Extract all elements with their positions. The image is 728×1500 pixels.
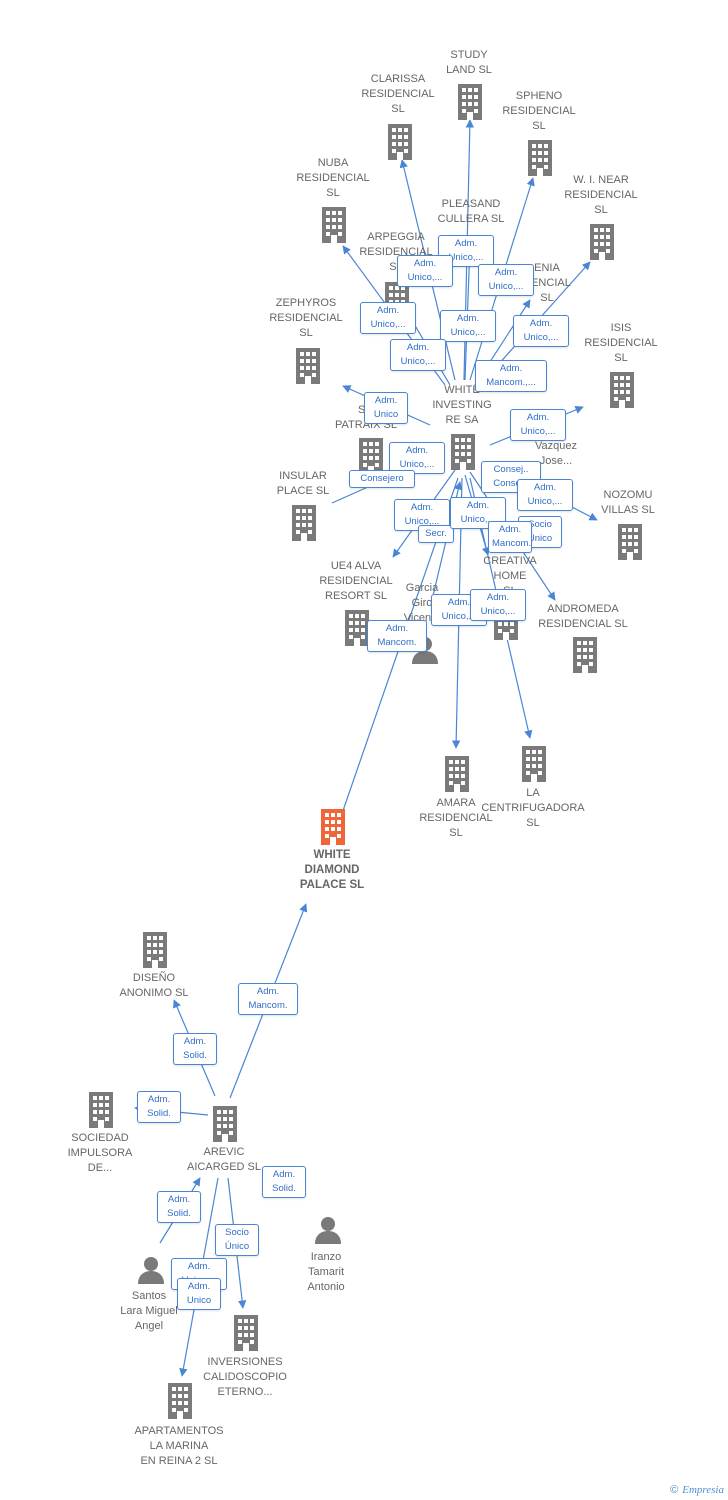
building-icon-inversiones[interactable] [234,1315,258,1351]
node-label-white[interactable]: WHITE INVESTING RE SA [432,384,492,426]
person-label-iranzo[interactable]: Iranzo Tamarit Antonio [307,1251,345,1293]
building-icon-clarissa[interactable] [388,124,412,160]
relation-label[interactable]: Adm. Unico,... [478,264,534,296]
building-icon-spheno[interactable] [528,140,552,176]
building-icon-white[interactable] [451,434,475,470]
relation-label[interactable]: Adm. Unico,... [397,255,453,287]
node-label-insular[interactable]: INSULAR PLACE SL [276,470,330,497]
node-label-clarissa[interactable]: CLARISSA RESIDENCIAL SL [361,73,435,115]
relation-label[interactable]: Adm. Unico,... [438,235,494,267]
building-icon-wnear[interactable] [590,224,614,260]
relation-label[interactable]: Adm. Solid. [137,1091,181,1123]
relation-label[interactable]: Adm. Mancom. [238,983,298,1015]
building-icon-amara[interactable] [445,756,469,792]
relation-label[interactable]: Adm. Unico [364,392,408,424]
node-label-inversiones[interactable]: INVERSIONES CALIDOSCOPIO ETERNO... [203,1356,287,1398]
node-label-nozomu[interactable]: NOZOMU VILLAS SL [601,489,655,516]
relation-label[interactable]: Consejero [349,470,415,488]
relation-label[interactable]: Adm. Unico,... [513,315,569,347]
relation-label[interactable]: Adm. Unico,... [389,442,445,474]
relation-label[interactable]: Secr. [418,525,454,543]
brand-name[interactable]: Empresia [682,1484,724,1496]
node-label-amara[interactable]: AMARA RESIDENCIAL SL [419,797,493,839]
node-label-nuba[interactable]: NUBA RESIDENCIAL SL [296,157,370,199]
building-icon-patraix[interactable] [359,438,383,474]
building-icon-apartamentos[interactable] [168,1383,192,1419]
relation-label[interactable]: Adm. Unico,... [360,302,416,334]
relation-label[interactable]: Adm. Unico,... [390,339,446,371]
footer-brand: ©Empresia [670,1484,724,1496]
person-label-vazquez[interactable]: ...ro Vazquez Jose... [535,425,577,467]
building-icon-sociedad[interactable] [89,1092,113,1128]
node-label-spheno[interactable]: SPHENO RESIDENCIAL SL [502,90,576,132]
building-icon-diseno[interactable] [143,932,167,968]
building-icon-diamond[interactable] [321,809,345,845]
building-icon-isis[interactable] [610,372,634,408]
node-label-pleasand[interactable]: PLEASAND CULLERA SL [437,198,505,225]
node-label-apartamentos[interactable]: APARTAMENTOS LA MARINA EN REINA 2 SL [134,1425,224,1467]
relation-label[interactable]: Adm. Solid. [157,1191,201,1223]
person-icon-santos[interactable] [138,1257,164,1284]
node-label-isis[interactable]: ISIS RESIDENCIAL SL [584,322,658,364]
relation-label[interactable]: Adm. Mancom. [488,521,532,553]
building-icon-centrif[interactable] [522,746,546,782]
person-label-santos[interactable]: Santos Lara Miguel Angel [120,1290,178,1332]
building-icon-study[interactable] [458,84,482,120]
relation-label[interactable]: Adm. Unico,... [517,479,573,511]
relation-label[interactable]: Adm. Unico,... [510,409,566,441]
relation-label[interactable]: Adm. Unico,... [440,310,496,342]
building-icon-andromeda[interactable] [573,637,597,673]
relation-label[interactable]: Adm. Solid. [173,1033,217,1065]
node-label-study[interactable]: STUDY LAND SL [446,49,492,76]
node-label-centrif[interactable]: LA CENTRIFUGADORA SL [481,787,585,829]
relation-label[interactable]: Adm. Mancom.,... [475,360,547,392]
building-icon-arevic[interactable] [213,1106,237,1142]
relation-label[interactable]: Adm. Solid. [262,1166,306,1198]
relation-label[interactable]: Socio Único [215,1224,259,1256]
building-icon-zephyros[interactable] [296,348,320,384]
building-icon-insular[interactable] [292,505,316,541]
node-label-enia[interactable]: ENIA DENCIAL SL [523,262,571,304]
building-icon-ue4[interactable] [345,610,369,646]
node-label-andromeda[interactable]: ANDROMEDA RESIDENCIAL SL [538,603,628,630]
node-label-arevic[interactable]: AREVIC AICARGED SL [187,1146,261,1173]
relation-label[interactable]: Adm. Unico [177,1278,221,1310]
copyright-icon: © [670,1484,679,1496]
relation-label[interactable]: Adm. Mancom. [367,620,427,652]
node-label-diseno[interactable]: DISEÑO ANONIMO SL [119,972,189,999]
node-label-zephyros[interactable]: ZEPHYROS RESIDENCIAL SL [269,297,343,339]
building-icon-nozomu[interactable] [618,524,642,560]
node-label-diamond[interactable]: WHITE DIAMOND PALACE SL [299,849,365,891]
relation-label[interactable]: Adm. Unico,... [470,589,526,621]
node-label-wnear[interactable]: W. I. NEAR RESIDENCIAL SL [564,174,638,216]
person-icon-iranzo[interactable] [315,1217,341,1244]
node-label-ue4[interactable]: UE4 ALVA RESIDENCIAL RESORT SL [319,560,393,602]
node-label-sociedad[interactable]: SOCIEDAD IMPULSORA DE... [67,1132,133,1174]
